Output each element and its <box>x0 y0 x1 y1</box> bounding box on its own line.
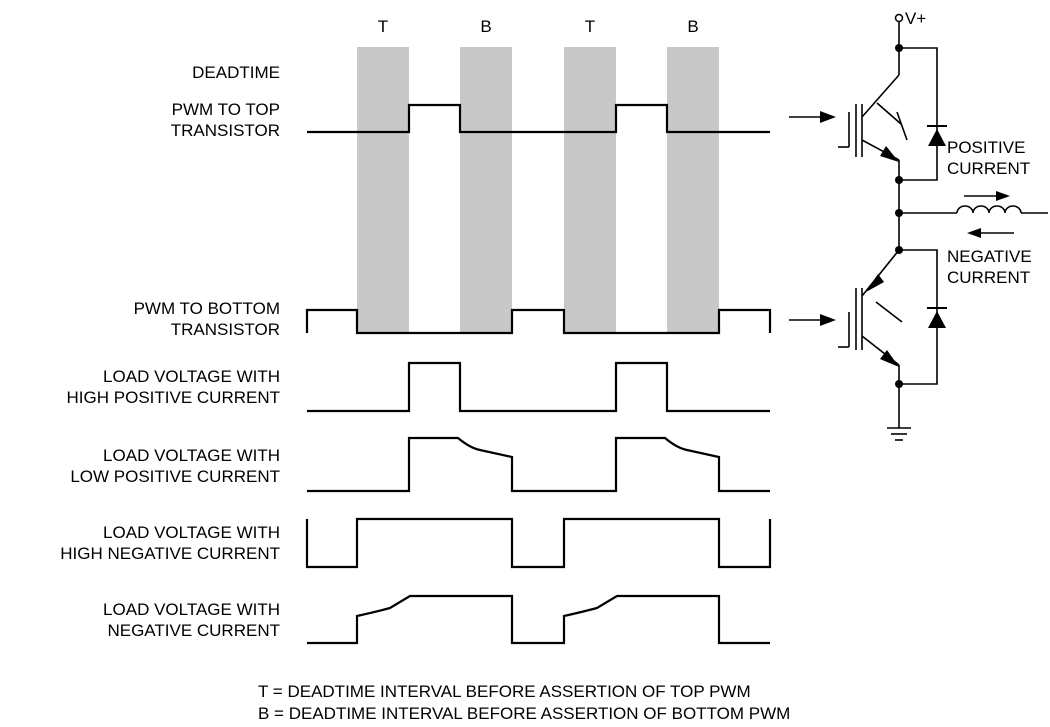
label-load-high-neg-line2: HIGH NEGATIVE CURRENT <box>60 544 280 563</box>
label-pwm-top-line1: PWM TO TOP <box>172 100 280 119</box>
bottom-diode-icon <box>927 307 947 328</box>
waveform-load-high-neg <box>305 517 772 569</box>
waveform-pwm-top <box>307 103 770 134</box>
top-transistor-icon <box>838 74 908 180</box>
label-pwm-top-line2: TRANSISTOR <box>171 121 280 140</box>
deadtime-marker-3: T <box>585 17 595 36</box>
deadtime-band-4 <box>667 47 719 333</box>
deadtime-band-3 <box>564 47 616 333</box>
legend-line-1: T = DEADTIME INTERVAL BEFORE ASSERTION O… <box>258 682 751 701</box>
label-load-low-pos-line2: LOW POSITIVE CURRENT <box>70 467 280 486</box>
bottom-gate-arrow-icon <box>789 314 836 326</box>
deadtime-band-1 <box>357 47 409 333</box>
signal-labels: DEADTIME PWM TO TOP TRANSISTOR PWM TO BO… <box>60 63 280 640</box>
label-pwm-bottom-line2: TRANSISTOR <box>171 320 280 339</box>
label-load-neg-line1: LOAD VOLTAGE WITH <box>103 600 280 619</box>
label-pwm-bottom-line1: PWM TO BOTTOM <box>134 299 280 318</box>
deadtime-band-2 <box>460 47 512 333</box>
half-bridge-circuit: V+ <box>789 9 1048 441</box>
top-gate-arrow-icon <box>789 111 836 123</box>
legend: T = DEADTIME INTERVAL BEFORE ASSERTION O… <box>258 682 790 723</box>
waveform-pwm-bottom <box>305 308 772 335</box>
negative-current-label-line2: CURRENT <box>947 268 1030 287</box>
deadtime-marker-4: B <box>687 17 698 36</box>
top-diode-wire <box>899 47 938 181</box>
negative-current-label-line1: NEGATIVE <box>947 247 1032 266</box>
ground-icon <box>887 427 911 441</box>
supply-label: V+ <box>905 9 926 28</box>
deadtime-marker-2: B <box>480 17 491 36</box>
label-load-low-pos-line1: LOAD VOLTAGE WITH <box>103 446 280 465</box>
bottom-diode-wire <box>899 249 938 385</box>
supply-terminal <box>894 13 904 23</box>
positive-current-label-line1: POSITIVE <box>947 138 1025 157</box>
waveform-load-low-pos <box>307 436 770 493</box>
deadtime-markers: T B T B <box>378 17 699 36</box>
negative-current-arrow-icon <box>967 228 1014 238</box>
bottom-transistor-icon <box>838 249 903 384</box>
waveforms <box>305 103 772 645</box>
top-diode-icon <box>927 125 947 146</box>
label-deadtime: DEADTIME <box>192 63 280 82</box>
inductor-icon <box>956 205 1048 214</box>
label-load-neg-line2: NEGATIVE CURRENT <box>107 621 280 640</box>
deadtime-marker-1: T <box>378 17 388 36</box>
waveform-load-neg <box>307 594 770 645</box>
deadtime-bands <box>357 47 719 333</box>
positive-current-label-line2: CURRENT <box>947 159 1030 178</box>
label-load-high-pos-line1: LOAD VOLTAGE WITH <box>103 367 280 386</box>
positive-current-arrow-icon <box>964 191 1010 201</box>
label-load-high-neg-line1: LOAD VOLTAGE WITH <box>103 523 280 542</box>
waveform-load-high-pos <box>307 361 770 413</box>
label-load-high-pos-line2: HIGH POSITIVE CURRENT <box>67 388 280 407</box>
legend-line-2: B = DEADTIME INTERVAL BEFORE ASSERTION O… <box>258 704 790 723</box>
